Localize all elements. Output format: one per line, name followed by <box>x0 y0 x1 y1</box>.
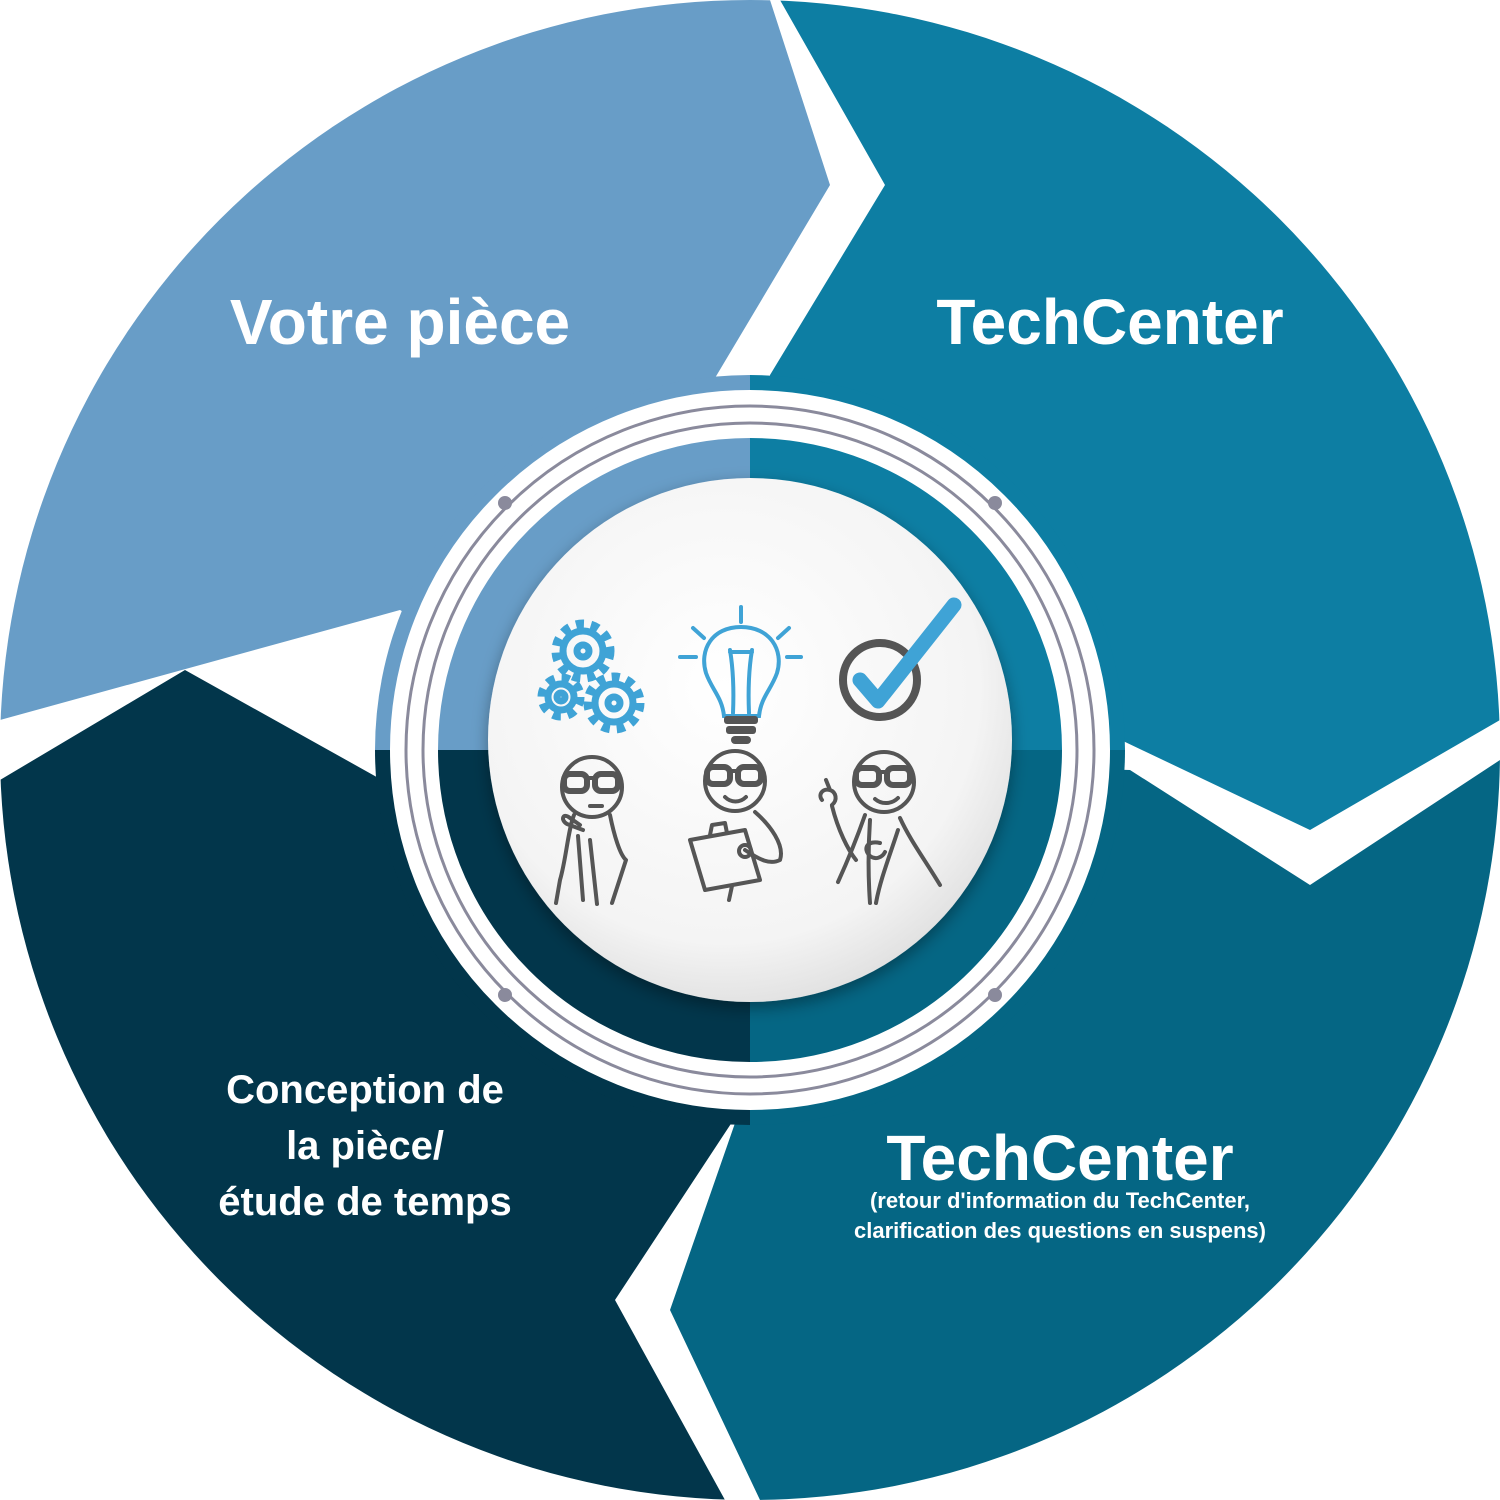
conception-line-1: Conception de <box>226 1068 504 1112</box>
conception-line-3: étude de temps <box>218 1180 512 1224</box>
conception-line-2: la pièce/ <box>286 1124 444 1168</box>
checkmark-icon <box>839 597 962 721</box>
label-techcenter-feedback-detail: (retour d'information du TechCenter, cla… <box>790 1186 1330 1246</box>
idea-person-icon <box>818 750 942 905</box>
ring-nodes <box>498 496 1002 1002</box>
label-techcenter: TechCenter <box>936 286 1284 358</box>
label-votre-piece: Votre pièce <box>229 286 571 358</box>
lightbulb-base-icon <box>724 716 758 744</box>
clipboard-person-icon <box>688 749 783 902</box>
ring-outer-line <box>404 404 1096 1096</box>
detail-line-1: (retour d'information du TechCenter, <box>869 1188 1251 1213</box>
label-techcenter-feedback: TechCenter <box>886 1122 1234 1194</box>
gears-icon <box>537 619 645 734</box>
detail-line-2: clarification des questions en suspens) <box>854 1218 1266 1243</box>
label-conception: Conception de la pièce/ étude de temps <box>150 1062 580 1230</box>
ring-inner-line <box>421 421 1079 1079</box>
thinking-person-icon <box>554 755 628 906</box>
white-ring <box>390 390 1110 1110</box>
